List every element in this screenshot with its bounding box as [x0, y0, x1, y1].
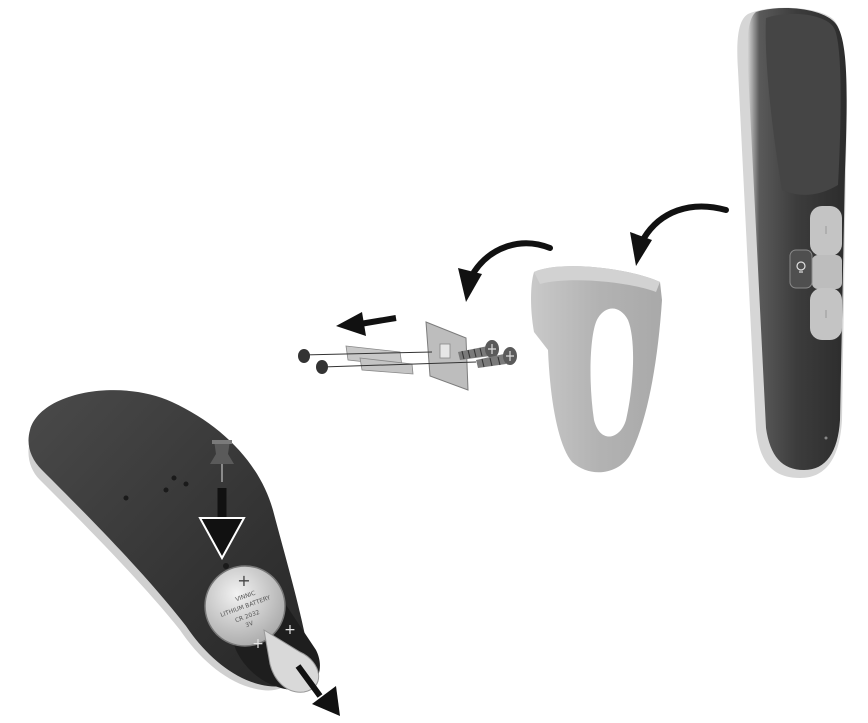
screw-hole	[184, 482, 189, 487]
arrow-head-icon	[458, 268, 482, 302]
compartment-plus-right: +	[284, 622, 296, 638]
remote-indicator-dot	[825, 437, 828, 440]
arrow-head-icon	[630, 232, 652, 266]
remote-back-battery: + VINNIC LITHIUM BATTERY CR 2032 3V + +	[28, 390, 319, 692]
remote-holder-clip	[531, 266, 662, 472]
eject-hole	[223, 563, 229, 569]
wall-hole	[316, 360, 328, 374]
center-button[interactable]	[812, 255, 842, 289]
screw-hole	[124, 496, 129, 501]
compartment-plus-left: +	[252, 636, 264, 652]
arrow-left	[336, 312, 396, 336]
battery-plus: +	[237, 571, 250, 590]
wall-hole	[298, 349, 310, 363]
screw-hole	[164, 488, 169, 493]
holder-body	[531, 266, 662, 472]
arrow-left-icon	[336, 312, 366, 336]
light-button[interactable]	[790, 250, 812, 288]
plate-hole	[440, 344, 450, 358]
mounting-hardware	[298, 322, 517, 390]
curved-arrow-remote-to-holder	[630, 206, 726, 266]
remote-control	[737, 8, 846, 478]
screw-hole	[172, 476, 177, 481]
